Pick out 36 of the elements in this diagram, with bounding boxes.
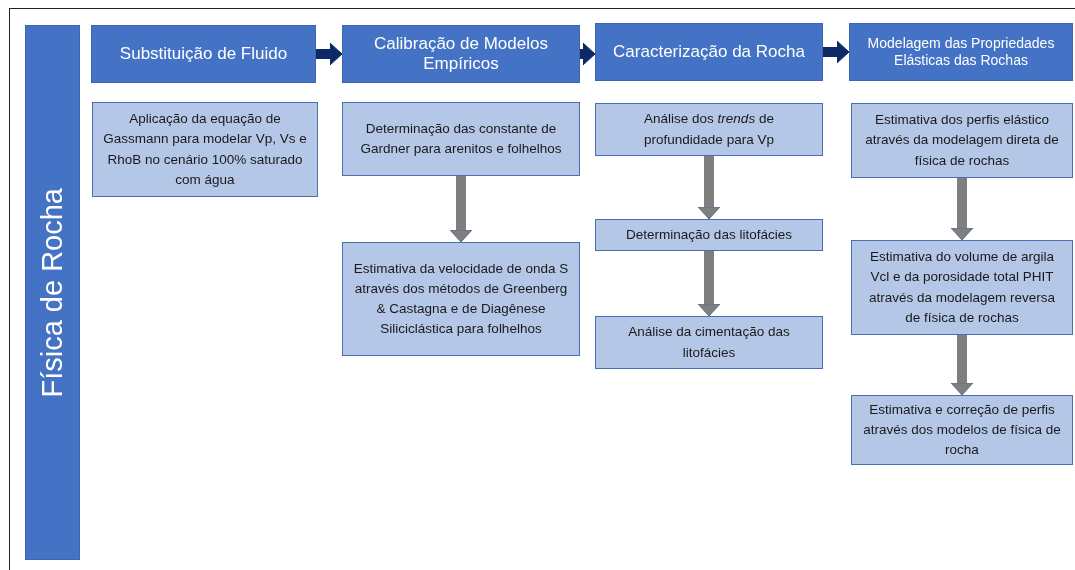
step-text: Estimativa e correção de perfis através dos modelos de física de rocha	[862, 400, 1062, 460]
stage-header	[849, 23, 1073, 81]
stage-title: Calibração de Modelos Empíricos	[373, 33, 549, 75]
stage-title: Substituição de Fluido	[119, 43, 288, 65]
block-arrow	[697, 251, 721, 317]
block-arrow	[950, 178, 974, 241]
block-arrow	[580, 42, 596, 66]
step-box	[595, 316, 823, 369]
step-box	[595, 103, 823, 156]
step-text: Estimativa dos perfis elástico através da modelagem direta de física de rochas	[864, 111, 1060, 170]
step-text: Aplicação da equação de Gassmann para modelar Vp, Vs e RhoB no cenário 100% saturado com água	[102, 110, 308, 189]
step-text: Determinação das litofácies	[626, 225, 792, 244]
step-box	[851, 395, 1073, 465]
step-text: Estimativa do volume de argila Vcl e da porosidade total PHIT através da modelagem reversa de física de rochas	[867, 248, 1057, 327]
block-arrow	[823, 40, 850, 64]
block-arrow	[316, 42, 343, 66]
step-text: Estimativa da velocidade de onda S através dos métodos de Greenberg & Castagna e de Diagênese Siliciclástica para folhelhos	[352, 259, 570, 339]
stage-header	[91, 25, 316, 83]
step-box	[595, 219, 823, 251]
stage-header	[342, 25, 580, 83]
step-text: Determinação das constante de Gardner para arenitos e folhelhos	[359, 119, 563, 158]
step-box	[851, 103, 1073, 178]
step-box	[92, 102, 318, 197]
step-box	[342, 242, 580, 356]
block-arrow	[449, 176, 473, 243]
step-text: Análise dos trends de profundidade para Vp	[643, 110, 775, 149]
stage-header	[595, 23, 823, 81]
block-arrow	[950, 335, 974, 396]
step-box	[851, 240, 1073, 335]
band-title: Física de Rocha	[34, 187, 69, 398]
step-text: Análise da cimentação das litofácies	[627, 323, 791, 362]
block-arrow	[697, 156, 721, 220]
stage-title: Modelagem das Propriedades Elásticas das Rochas	[866, 35, 1056, 69]
stage-title: Caracterização da Rocha	[613, 41, 805, 63]
side-band	[25, 25, 80, 560]
step-box	[342, 102, 580, 176]
